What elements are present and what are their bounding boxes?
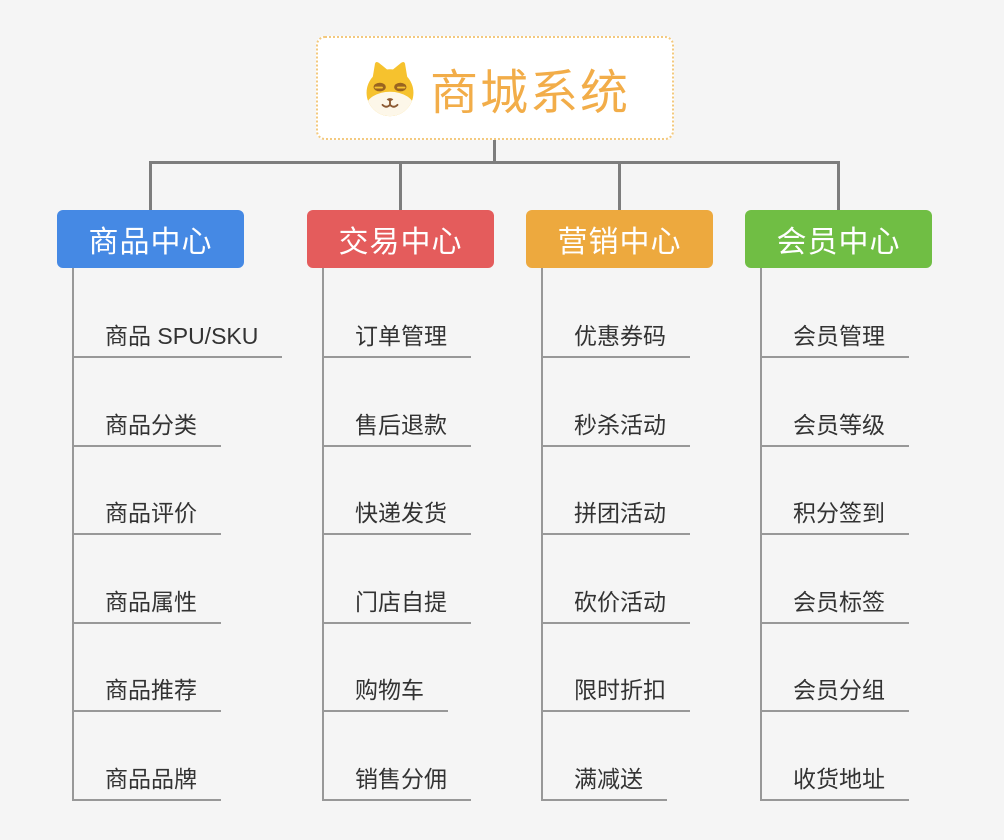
root-title: 商城系统 [429, 67, 630, 120]
connector-drop-product-center [149, 161, 152, 210]
leaf-item[interactable]: 拼团活动 [541, 497, 690, 535]
shiba-dog-icon [366, 61, 414, 117]
leaf-item[interactable]: 会员等级 [760, 409, 909, 447]
connector-drop-member-center [837, 161, 840, 210]
leaf-item[interactable]: 门店自提 [322, 586, 471, 624]
leaf-item[interactable]: 销售分佣 [322, 763, 471, 801]
branch-label: 营销中心 [557, 226, 682, 259]
leaf-item[interactable]: 商品品牌 [72, 763, 221, 801]
branch-label: 交易中心 [338, 226, 463, 259]
branch-label: 会员中心 [776, 226, 901, 259]
branch-node-product-center[interactable]: 商品中心 [57, 210, 244, 268]
leaf-item[interactable]: 秒杀活动 [541, 409, 690, 447]
root-node-mall-system[interactable]: 商城系统 [316, 36, 674, 140]
leaf-item[interactable]: 收货地址 [760, 763, 909, 801]
branch-node-trade-center[interactable]: 交易中心 [307, 210, 494, 268]
connector-horizontal-bar [149, 161, 840, 164]
connector-root-stem [493, 140, 496, 163]
connector-drop-trade-center [399, 161, 402, 210]
branch-node-member-center[interactable]: 会员中心 [745, 210, 932, 268]
leaf-item[interactable]: 快递发货 [322, 497, 471, 535]
leaf-item[interactable]: 会员标签 [760, 586, 909, 624]
leaf-item[interactable]: 积分签到 [760, 497, 909, 535]
leaf-item[interactable]: 限时折扣 [541, 674, 690, 712]
leaf-item[interactable]: 商品属性 [72, 586, 221, 624]
leaf-item[interactable]: 商品分类 [72, 409, 221, 447]
leaf-item[interactable]: 商品评价 [72, 497, 221, 535]
leaf-item[interactable]: 售后退款 [322, 409, 471, 447]
leaf-item[interactable]: 购物车 [322, 674, 448, 712]
connector-drop-marketing-center [618, 161, 621, 210]
leaf-item[interactable]: 订单管理 [322, 320, 471, 358]
branch-node-marketing-center[interactable]: 营销中心 [526, 210, 713, 268]
leaf-item[interactable]: 会员分组 [760, 674, 909, 712]
leaf-item[interactable]: 会员管理 [760, 320, 909, 358]
leaf-item[interactable]: 优惠券码 [541, 320, 690, 358]
leaf-item[interactable]: 满减送 [541, 763, 667, 801]
leaf-item[interactable]: 商品 SPU/SKU [72, 320, 283, 358]
leaf-item[interactable]: 砍价活动 [541, 586, 690, 624]
leaf-item[interactable]: 商品推荐 [72, 674, 221, 712]
branch-label: 商品中心 [88, 226, 213, 259]
